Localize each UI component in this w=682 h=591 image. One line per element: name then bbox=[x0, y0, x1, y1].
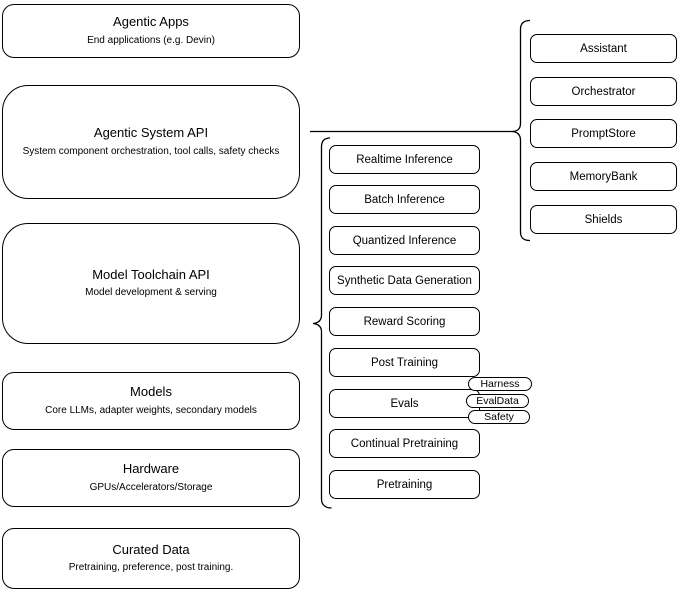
box-hardware: Hardware GPUs/Accelerators/Storage bbox=[2, 449, 300, 507]
node-label: Quantized Inference bbox=[352, 234, 457, 247]
node-label: Post Training bbox=[370, 356, 439, 369]
node-label: Orchestrator bbox=[571, 85, 636, 98]
node-label: Pretraining bbox=[376, 478, 433, 491]
box-curated-data: Curated Data Pretraining, preference, po… bbox=[2, 528, 300, 589]
node-reward-scoring: Reward Scoring bbox=[329, 307, 480, 336]
box-subtitle: End applications (e.g. Devin) bbox=[87, 34, 215, 46]
node-label: Batch Inference bbox=[364, 193, 445, 206]
box-subtitle: System component orchestration, tool cal… bbox=[22, 145, 280, 157]
box-title: Agentic Apps bbox=[113, 14, 189, 30]
tag-safety: Safety bbox=[468, 410, 530, 424]
node-label: Evals bbox=[390, 397, 419, 410]
node-continual-pretraining: Continual Pretraining bbox=[329, 429, 480, 458]
node-label: Realtime Inference bbox=[356, 153, 453, 166]
node-orchestrator: Orchestrator bbox=[530, 77, 677, 106]
box-model-toolchain-api: Model Toolchain API Model development & … bbox=[2, 223, 300, 344]
box-agentic-apps: Agentic Apps End applications (e.g. Devi… bbox=[2, 4, 300, 58]
tag-label: EvalData bbox=[476, 394, 519, 407]
tag-evaldata: EvalData bbox=[466, 394, 529, 408]
box-title: Hardware bbox=[122, 461, 180, 477]
node-memorybank: MemoryBank bbox=[530, 162, 677, 191]
tag-harness: Harness bbox=[468, 377, 532, 391]
node-assistant: Assistant bbox=[530, 34, 677, 63]
box-models: Models Core LLMs, adapter weights, secon… bbox=[2, 372, 300, 430]
node-label: Continual Pretraining bbox=[350, 437, 459, 450]
tag-label: Safety bbox=[484, 410, 514, 423]
box-title: Models bbox=[130, 384, 172, 400]
node-batch-inference: Batch Inference bbox=[329, 185, 480, 214]
node-post-training: Post Training bbox=[329, 348, 480, 377]
node-synthetic-data-generation: Synthetic Data Generation bbox=[329, 266, 480, 295]
node-label: PromptStore bbox=[571, 127, 636, 140]
box-title: Model Toolchain API bbox=[92, 266, 210, 282]
node-shields: Shields bbox=[530, 205, 677, 234]
box-title: Agentic System API bbox=[93, 125, 209, 141]
box-subtitle: Core LLMs, adapter weights, secondary mo… bbox=[45, 404, 257, 416]
box-subtitle: Model development & serving bbox=[85, 287, 217, 299]
tag-label: Harness bbox=[480, 377, 520, 390]
node-pretraining: Pretraining bbox=[329, 470, 480, 499]
node-evals: Evals bbox=[329, 389, 480, 418]
node-label: Shields bbox=[584, 213, 623, 226]
node-quantized-inference: Quantized Inference bbox=[329, 226, 480, 255]
box-agentic-system-api: Agentic System API System component orch… bbox=[2, 85, 300, 199]
node-label: Synthetic Data Generation bbox=[337, 274, 472, 287]
box-subtitle: GPUs/Accelerators/Storage bbox=[89, 481, 213, 493]
node-label: MemoryBank bbox=[569, 170, 638, 183]
box-subtitle: Pretraining, preference, post training. bbox=[68, 562, 234, 574]
node-realtime-inference: Realtime Inference bbox=[329, 145, 480, 174]
node-promptstore: PromptStore bbox=[530, 119, 677, 148]
box-title: Curated Data bbox=[112, 541, 190, 557]
node-label: Assistant bbox=[580, 42, 627, 55]
node-label: Reward Scoring bbox=[363, 315, 446, 328]
